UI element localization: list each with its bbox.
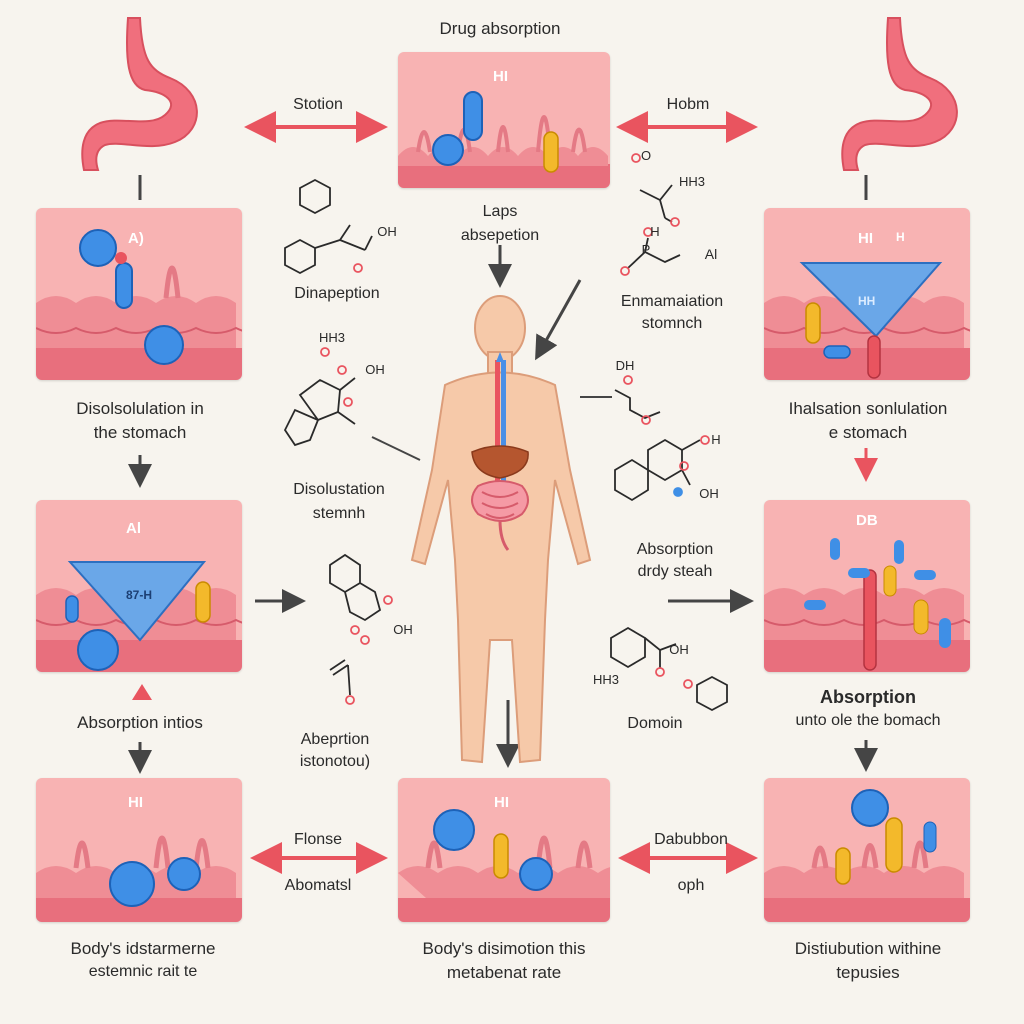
mol-label: H xyxy=(711,432,721,447)
label-laps-1: Laps xyxy=(482,203,518,220)
arrow-label-top-left: Stotion xyxy=(293,96,343,113)
arrow-label-top-right: Hobm xyxy=(666,96,710,113)
panel-bottom-right xyxy=(764,778,970,922)
caption-left-1-line2: the stomach xyxy=(93,423,187,442)
panel-bottom-center: HI xyxy=(398,778,610,922)
mol-label: O xyxy=(640,148,652,163)
caption-bottom-left-line2: estemnic rait te xyxy=(88,963,198,980)
arrow-label-bottom-left-2: Abomatsl xyxy=(284,877,352,894)
mol-label: OH xyxy=(377,224,397,239)
mol-label: HH3 xyxy=(592,672,619,687)
panel-top-center: HI xyxy=(398,52,610,188)
panel-tag-2: H xyxy=(896,230,905,244)
caption-right-1-line1: Ihalsation sonlulation xyxy=(788,399,948,418)
label-absorption-dry-2: drdy steah xyxy=(637,563,713,580)
mol-label: Al xyxy=(704,246,718,262)
arrow-label-bottom-right-2: oph xyxy=(677,877,705,894)
label-enmamaiation-1: Enmamaiation xyxy=(620,293,724,310)
panel-tag: Al xyxy=(126,520,141,537)
caption-bottom-center-line2: metabenat rate xyxy=(446,963,562,982)
panel-tag: A) xyxy=(128,230,144,247)
label-domoin: Domoin xyxy=(627,715,683,732)
mol-label: DH xyxy=(615,358,635,373)
label-disolution-1: Disolustation xyxy=(293,481,385,498)
mol-label: P xyxy=(641,242,651,257)
panel-left-2: Al 87-H xyxy=(36,500,242,672)
label-abeprtion-1: Abeprtion xyxy=(300,731,370,748)
caption-bottom-center-line1: Body's disimotion this xyxy=(422,939,586,958)
caption-right-1-line2: e stomach xyxy=(828,423,908,442)
mol-label: OH xyxy=(365,362,385,377)
caption-bottom-right-line1: Distiubution withine xyxy=(794,939,942,958)
caption-right-2-line1: Absorption xyxy=(820,687,916,707)
caption-left-2-line1: Absorption intios xyxy=(77,713,203,732)
label-disolution-2: stemnh xyxy=(312,505,366,522)
panel-right-2: DB xyxy=(764,500,970,672)
caption-bottom-left-line1: Body's idstarmerne xyxy=(70,939,216,958)
arrow-label-bottom-left-1: Flonse xyxy=(293,831,343,848)
mol-label: HH3 xyxy=(678,174,705,189)
label-absorption-dry-1: Absorption xyxy=(636,541,714,558)
caption-bottom-right-line2: tepusies xyxy=(836,963,900,982)
panel-tag: HI xyxy=(858,230,873,247)
arrow-label-bottom-right-1: Dabubbon xyxy=(654,831,728,848)
panel-right-1: HI H HH xyxy=(764,208,970,380)
panel-left-1: A) xyxy=(36,208,242,380)
caption-right-2-line2: unto ole the bomach xyxy=(795,712,941,729)
label-dinapeption: Dinapeption xyxy=(294,285,380,302)
funnel-label: HH xyxy=(858,294,876,308)
mol-label: H xyxy=(650,224,660,239)
label-enmamaiation-2: stomnch xyxy=(641,315,703,332)
panel-tag: HI xyxy=(493,68,508,85)
mol-label: OH xyxy=(699,486,719,501)
label-abeprtion-2: istonotou) xyxy=(299,753,371,770)
panel-tag: HI xyxy=(494,794,509,811)
mol-label: OH xyxy=(669,642,689,657)
diagram-title: Drug absorption xyxy=(439,19,561,38)
panel-bottom-left: HI xyxy=(36,778,242,922)
label-laps-2: absepetion xyxy=(460,227,540,244)
mol-label: HH3 xyxy=(318,330,345,345)
mol-label: OH xyxy=(393,622,413,637)
panel-tag: DB xyxy=(856,512,878,529)
caption-left-1-line1: Disolsolulation in xyxy=(76,399,204,418)
funnel-label: 87-H xyxy=(126,588,153,602)
panel-tag: HI xyxy=(128,794,143,811)
